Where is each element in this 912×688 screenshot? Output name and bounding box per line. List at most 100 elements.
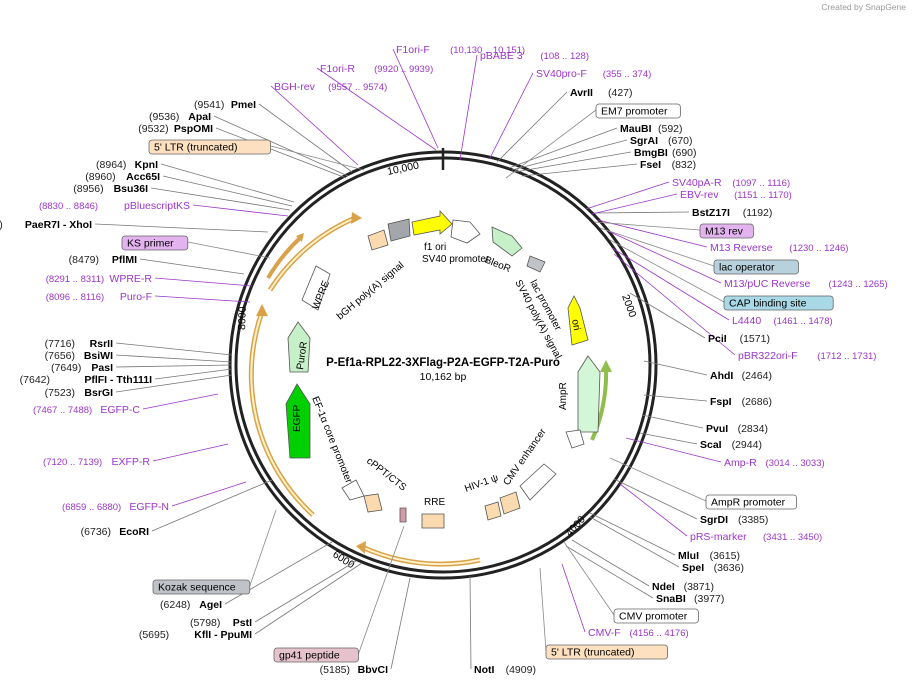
feature-puror[interactable] [287,321,311,373]
callout-line [639,432,698,445]
callout-line [469,575,472,670]
feature-box-label: CMV promoter [619,611,688,623]
feature-wpre[interactable] [301,265,331,311]
primer-label: pRS-marker(3431 .. 3450) [690,531,822,543]
feature-cmv-enhancer[interactable] [519,463,557,501]
site-label: FspI(2686) [710,396,772,408]
feature-box[interactable] [148,139,271,155]
plasmid-name: P-Ef1a-RPL22-3XFlag-P2A-EGFP-T2A-Puro [326,357,560,369]
feature-box[interactable] [705,494,797,510]
callout-line [142,393,219,410]
feature-box-label: lac operator [719,262,775,274]
primer-label: EBV-rev(1151 .. 1170) [680,189,792,201]
feature-egfp[interactable] [285,383,311,459]
callout-line [162,175,293,207]
callout-line [254,560,357,623]
callout-line [151,479,273,532]
callout-line [390,577,411,670]
primer-label: M13 Reverse(1230 .. 1246) [710,242,848,254]
feature-cppt[interactable] [363,493,383,513]
site-label: KpnI(8964) [96,159,158,171]
feature-box-label: 5' LTR (truncated) [154,142,238,154]
site-label: Bsu36I(8956) [73,183,148,195]
feature-box[interactable] [699,223,754,239]
feature-ef1a[interactable] [341,479,365,501]
site-label: AvrII(427) [570,87,633,99]
label-ori: ori [569,318,582,331]
callout-line [611,247,730,321]
feature-small-peach-top[interactable] [367,229,389,251]
callout-line [139,258,245,275]
callout-line [514,151,632,173]
feature-ori[interactable] [567,295,589,346]
primer-label: L4440(1461 .. 1478) [732,315,833,327]
primer-label: M13/pUC Reverse(1243 .. 1265) [724,278,888,290]
feature-bgh[interactable] [387,218,411,242]
feature-f1-ori[interactable] [411,209,453,236]
feature-lac[interactable] [526,255,546,273]
callout-line [154,295,251,303]
callout-line [150,187,291,211]
callout-line [224,541,333,605]
callout-line [171,481,247,507]
feature-rre[interactable] [421,513,445,529]
primer-label: F1ori-R(9920 .. 9939) [320,63,433,75]
callout-line [154,368,233,380]
callout-line [599,227,715,267]
site-label: PciI(1571) [708,333,770,345]
callout-line [511,139,628,171]
site-label: NotI(4909) [474,664,536,676]
feature-ampr[interactable] [577,355,601,433]
callout-line [593,211,690,214]
callout-line [571,539,650,587]
callout-lines [94,48,736,670]
feature-cmv-peach[interactable] [499,491,521,515]
feature-sv40-promoter[interactable] [450,219,481,244]
label-f1-ori: f1 ori [424,242,446,253]
feature-box-label: M13 rev [705,226,744,238]
callout-line [539,567,547,652]
callout-line [115,364,233,368]
feature-box[interactable] [595,103,681,119]
callout-line [213,115,349,177]
site-label: MluI(3615) [678,550,740,562]
feature-box[interactable] [121,235,189,251]
arc-bottom-core [361,546,481,566]
site-label: AgeI(6248) [160,599,222,611]
feature-box[interactable] [713,259,799,275]
site-label: BmgBI(690) [634,147,697,159]
feature-bleor[interactable] [491,226,523,257]
feature-gp41[interactable] [399,507,407,523]
site-label: PaeR7I - XhoI(8842) [0,219,92,231]
primer-label: F1ori-F(10,130 .. 10,151) [396,44,525,56]
site-label: PflMI(8479) [69,254,137,266]
callout-line [215,127,347,179]
callout-line [619,483,688,537]
feature-hiv-psi[interactable] [484,501,502,521]
site-label: SnaBI(3977) [656,593,724,605]
callout-line [152,443,229,462]
feature-box-label: CAP binding site [729,298,807,310]
feature-box[interactable] [723,295,834,311]
primer-label: pBluescriptKS(8830 .. 8846) [39,200,190,212]
feature-box[interactable] [273,647,359,663]
callout-line [115,342,233,356]
tick-10000: 10,000 [386,159,420,177]
site-label: PflFI - Tth111I(7642) [20,374,152,386]
site-label: ScaI(2944) [700,439,762,451]
feature-ampr-promoter[interactable] [565,429,585,449]
ampr-arc-head [600,360,612,372]
site-label: RsrII(7716) [45,338,113,350]
primer-label: EGFP-C(7467 .. 7488) [33,404,140,416]
site-label: BsrGI(7523) [45,387,113,399]
label-sv40-promoter: SV40 promoter [422,254,490,265]
feature-box[interactable] [545,644,668,660]
callout-line [609,239,725,303]
site-label: SgrDI(3385) [700,514,768,526]
site-label: BstZ17I(1192) [692,207,772,219]
feature-box[interactable] [152,579,251,595]
plasmid-length: 10,162 bp [420,371,467,383]
feature-box[interactable] [613,608,699,624]
callout-line [609,457,707,502]
site-label: NdeI(3871) [652,581,714,593]
